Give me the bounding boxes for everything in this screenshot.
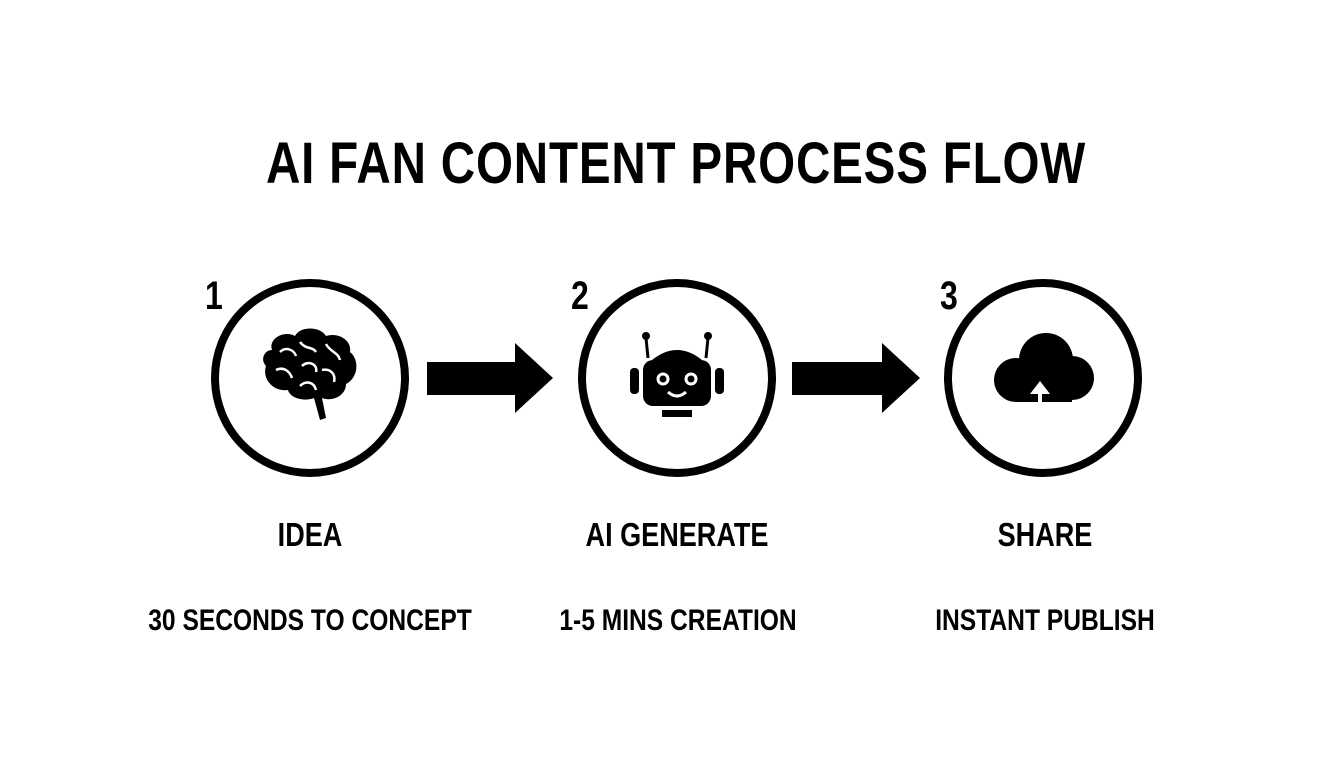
step-3-detail: INSTANT PUBLISH bbox=[935, 604, 1155, 637]
step-2-detail: 1-5 MINS CREATION bbox=[559, 604, 797, 637]
arrow-right-icon bbox=[792, 343, 920, 413]
arrow-right-icon bbox=[427, 343, 553, 413]
step-1-number: 1 bbox=[205, 274, 223, 318]
step-2-circle bbox=[578, 279, 776, 477]
brain-icon bbox=[263, 328, 357, 420]
step-2-label: AI GENERATE bbox=[585, 516, 769, 553]
step-1-circle bbox=[211, 279, 409, 477]
robot-icon bbox=[630, 332, 724, 417]
page-title: AI FAN CONTENT PROCESS FLOW bbox=[265, 131, 1087, 196]
step-1-label: IDEA bbox=[277, 516, 343, 553]
step-3-number: 3 bbox=[940, 274, 958, 318]
step-3-circle bbox=[944, 279, 1142, 477]
cloud-upload-icon bbox=[994, 333, 1094, 416]
step-1-detail: 30 SECONDS TO CONCEPT bbox=[148, 604, 472, 637]
step-3-label: SHARE bbox=[997, 516, 1093, 553]
step-2-number: 2 bbox=[571, 274, 589, 318]
